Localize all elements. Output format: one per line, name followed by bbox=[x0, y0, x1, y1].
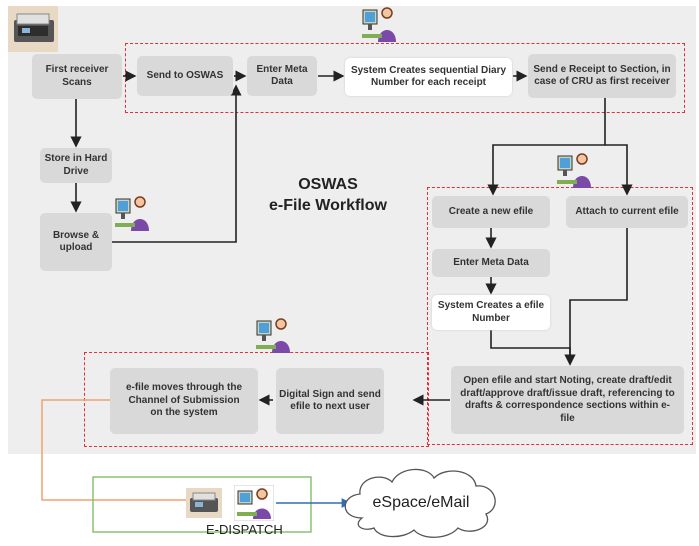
store-hard-drive-box: Store in Hard Drive bbox=[40, 148, 112, 183]
user-computer-icon bbox=[557, 153, 591, 188]
create-efile-box: Create a new efile bbox=[432, 196, 550, 228]
user-computer-icon bbox=[362, 7, 396, 42]
arrow-number-to-open bbox=[490, 330, 576, 366]
diagram-title: OSWAS e-File Workflow bbox=[258, 175, 398, 217]
scanner-icon bbox=[186, 488, 222, 518]
send-receipt-box: Send e Receipt to Section, in case of CR… bbox=[528, 54, 676, 98]
efile-moves-box: e-file moves through the Channel of Subm… bbox=[110, 368, 258, 434]
user-computer-icon bbox=[115, 196, 149, 231]
cloud-label: eSpace/eMail bbox=[372, 494, 470, 511]
scanner-icon bbox=[8, 6, 58, 52]
arrow-receipt-to-split bbox=[487, 98, 606, 196]
edispatch-label: E-DISPATCH bbox=[206, 522, 283, 537]
open-efile-box: Open efile and start Noting, create draf… bbox=[451, 366, 684, 434]
orange-dispatch-line bbox=[41, 399, 186, 501]
attach-efile-box: Attach to current efile bbox=[566, 196, 688, 228]
send-to-oswas-box: Send to OSWAS bbox=[137, 56, 233, 96]
enter-meta-data-box: Enter Meta Data bbox=[247, 56, 317, 96]
edispatch-frame bbox=[92, 476, 312, 533]
system-efile-number-box: System Creates a efile Number bbox=[432, 295, 550, 330]
cloud-shape bbox=[344, 468, 496, 538]
arrow-attach-to-open bbox=[564, 228, 628, 366]
digital-sign-box: Digital Sign and send efile to next user bbox=[276, 368, 384, 434]
user-computer-icon bbox=[256, 318, 290, 353]
first-receiver-scans-box: First receiver Scans bbox=[32, 54, 122, 99]
system-diary-number-box: System Creates sequential Diary Number f… bbox=[345, 58, 512, 96]
arrow-browse-to-send bbox=[112, 84, 242, 243]
title-line-1: OSWAS bbox=[298, 176, 358, 193]
title-line-2: e-File Workflow bbox=[269, 196, 387, 214]
user-computer-icon bbox=[234, 485, 274, 521]
browse-upload-box: Browse & upload bbox=[40, 213, 112, 271]
efile-region bbox=[427, 187, 693, 445]
enter-meta-data-2-box: Enter Meta Data bbox=[432, 249, 550, 277]
arrow-split-to-attach bbox=[605, 144, 633, 196]
